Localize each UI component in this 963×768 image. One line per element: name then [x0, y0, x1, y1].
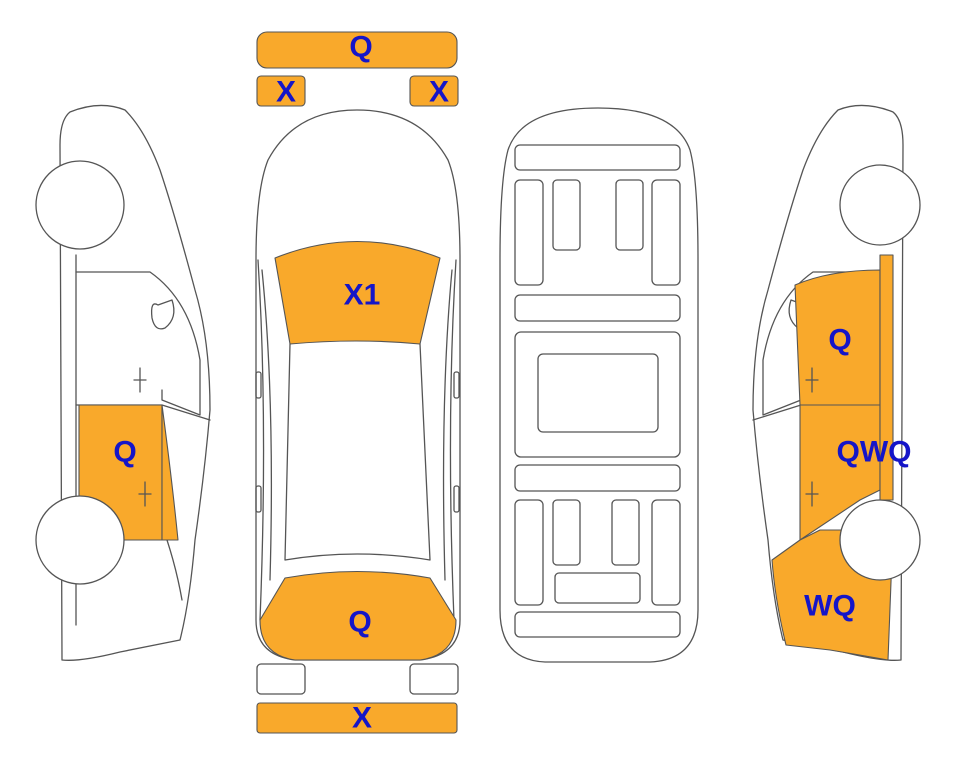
taillight-left	[256, 663, 306, 695]
right-rear-wheel	[839, 499, 921, 581]
right-rear-door-handle	[805, 481, 819, 507]
rear-bumper-panel	[256, 702, 458, 734]
right-front-wheel	[839, 164, 921, 246]
windshield-panel	[274, 240, 441, 345]
right-side-view: Q QWQ WQ	[752, 104, 921, 661]
left-front-wheel	[35, 160, 125, 250]
underbody-rear-right-rail	[651, 499, 681, 606]
underbody-front-left-rail	[514, 179, 544, 286]
top-view-right-mirror	[453, 371, 460, 399]
right-rear-door-stripe	[879, 254, 894, 501]
left-side-view: Q	[35, 104, 211, 661]
left-rear-door-handle	[138, 481, 152, 507]
right-rear-door-label: QWQ	[837, 436, 912, 469]
top-view-left-pillar	[261, 269, 273, 581]
left-front-door-handle	[133, 367, 147, 393]
right-front-door-handle	[805, 367, 819, 393]
underbody-middle-panel	[537, 353, 659, 433]
right-side-window-top	[762, 271, 888, 416]
taillight-right	[409, 663, 459, 695]
underbody-rear-box	[554, 572, 641, 604]
underbody-view	[499, 107, 699, 663]
top-view-right-pillar	[442, 269, 453, 581]
top-view-roof-outline	[284, 343, 431, 561]
underbody-outline	[499, 107, 699, 663]
underbody-crossmember-2	[514, 464, 681, 492]
underbody-rear-left-rail	[514, 499, 544, 606]
windshield-label: X1	[344, 279, 381, 312]
underbody-front-right-rail	[651, 179, 681, 286]
front-bumper-panel	[256, 31, 458, 69]
left-rear-wheel	[35, 495, 125, 585]
right-front-door-label: Q	[828, 324, 851, 357]
rear-window-label: Q	[348, 606, 371, 639]
rear-window-panel	[259, 570, 457, 661]
underbody-crossmember-1	[514, 294, 681, 322]
left-rear-door-label: Q	[113, 436, 136, 469]
headlight-left-label: X	[276, 76, 296, 109]
rear-bumper-label: X	[352, 702, 372, 735]
left-side-mirror	[150, 299, 175, 330]
headlight-right-label: X	[429, 76, 449, 109]
top-view-left-rear-marker	[255, 485, 262, 513]
underbody-middle-frame	[514, 331, 681, 458]
top-view-left-side	[257, 259, 265, 621]
top-view-left-mirror	[255, 371, 262, 399]
top-view-right-side	[449, 259, 457, 621]
left-side-window-top	[75, 271, 201, 416]
underbody-rear-bar	[514, 611, 681, 638]
underbody-front-right-inner	[615, 179, 644, 251]
top-view: Q X X X1 Q X	[255, 31, 461, 735]
underbody-rear-right-inner	[611, 499, 640, 566]
top-view-right-rear-marker	[453, 485, 460, 513]
headlight-right-panel	[409, 75, 459, 107]
headlight-left-panel	[256, 75, 306, 107]
right-rear-quarter-label: WQ	[804, 590, 856, 623]
front-bumper-label: Q	[349, 31, 372, 64]
underbody-front-bar	[514, 144, 681, 171]
left-rear-door-slant	[161, 404, 179, 541]
underbody-rear-left-inner	[552, 499, 581, 566]
underbody-front-left-inner	[552, 179, 581, 251]
